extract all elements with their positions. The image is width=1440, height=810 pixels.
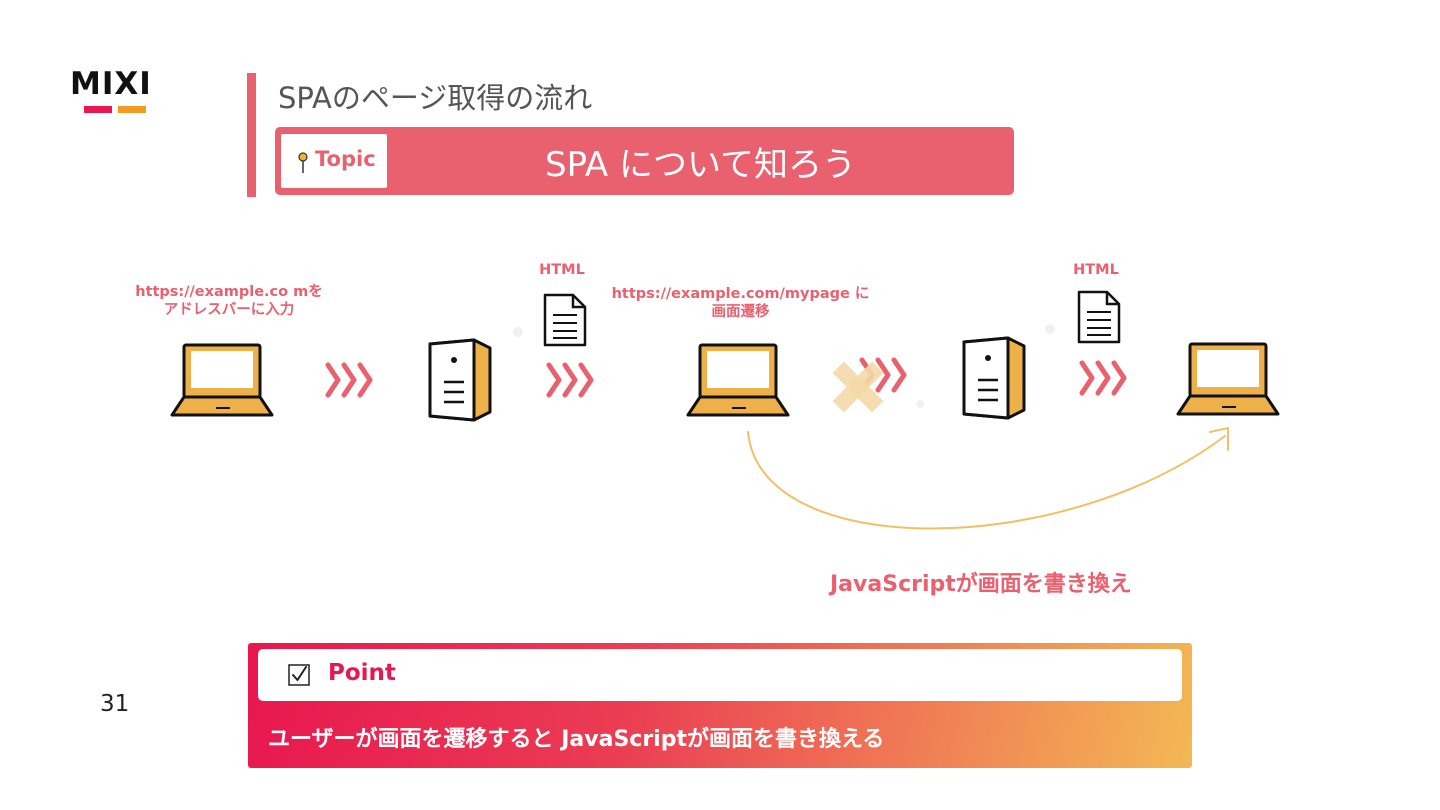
server-icon-1 bbox=[428, 338, 492, 422]
curved-arrow-icon bbox=[747, 431, 1226, 530]
cross-icon bbox=[832, 361, 884, 413]
step1-label: https://example.co mを アドレスバーに入力 bbox=[124, 283, 334, 319]
point-header: Point bbox=[258, 649, 1182, 701]
logo-text: MIXI bbox=[70, 66, 152, 102]
page-number: 31 bbox=[100, 691, 130, 717]
point-box: Point ユーザーが画面を遷移すると JavaScriptが画面を書き換える bbox=[248, 643, 1192, 768]
html-label-2: HTML bbox=[1073, 262, 1119, 278]
checkbox-icon bbox=[288, 664, 310, 686]
header-accent-bar bbox=[247, 73, 256, 197]
chevrons-icon-4 bbox=[1082, 363, 1124, 393]
topic-label: Topic bbox=[315, 147, 376, 171]
step2-label: https://example.com/mypage に 画面遷移 bbox=[608, 285, 873, 321]
document-icon-1 bbox=[543, 293, 587, 347]
document-icon-2 bbox=[1077, 290, 1121, 344]
pin-icon bbox=[298, 152, 308, 173]
html-label-1: HTML bbox=[539, 262, 585, 278]
logo-bars bbox=[84, 106, 148, 113]
laptop-icon-1 bbox=[170, 343, 274, 417]
step2-label-line2: 画面遷移 bbox=[711, 304, 770, 320]
step1-label-line2: アドレスバーに入力 bbox=[163, 302, 295, 318]
laptop-icon-2 bbox=[686, 343, 790, 417]
js-caption: JavaScriptが画面を書き換え bbox=[830, 572, 1132, 597]
server-icon-2 bbox=[962, 336, 1026, 420]
section-title: SPAのページ取得の流れ bbox=[278, 81, 593, 115]
topic-label-box: Topic bbox=[281, 134, 387, 188]
laptop-icon-3 bbox=[1176, 342, 1280, 416]
mixi-logo: MIXI bbox=[70, 68, 162, 116]
logo-bar-orange bbox=[118, 106, 146, 113]
point-text: ユーザーが画面を遷移すると JavaScriptが画面を書き換える bbox=[268, 727, 885, 752]
step1-label-line1: https://example.co mを bbox=[135, 284, 323, 300]
topic-banner: Topic SPA について知ろう bbox=[275, 127, 1014, 195]
chevrons-icon-2 bbox=[549, 365, 591, 395]
topic-title: SPA について知ろう bbox=[545, 145, 856, 185]
logo-bar-pink bbox=[84, 106, 112, 113]
point-label: Point bbox=[328, 660, 396, 686]
chevrons-icon-1 bbox=[328, 365, 370, 395]
step2-label-line1: https://example.com/mypage に bbox=[611, 286, 870, 302]
